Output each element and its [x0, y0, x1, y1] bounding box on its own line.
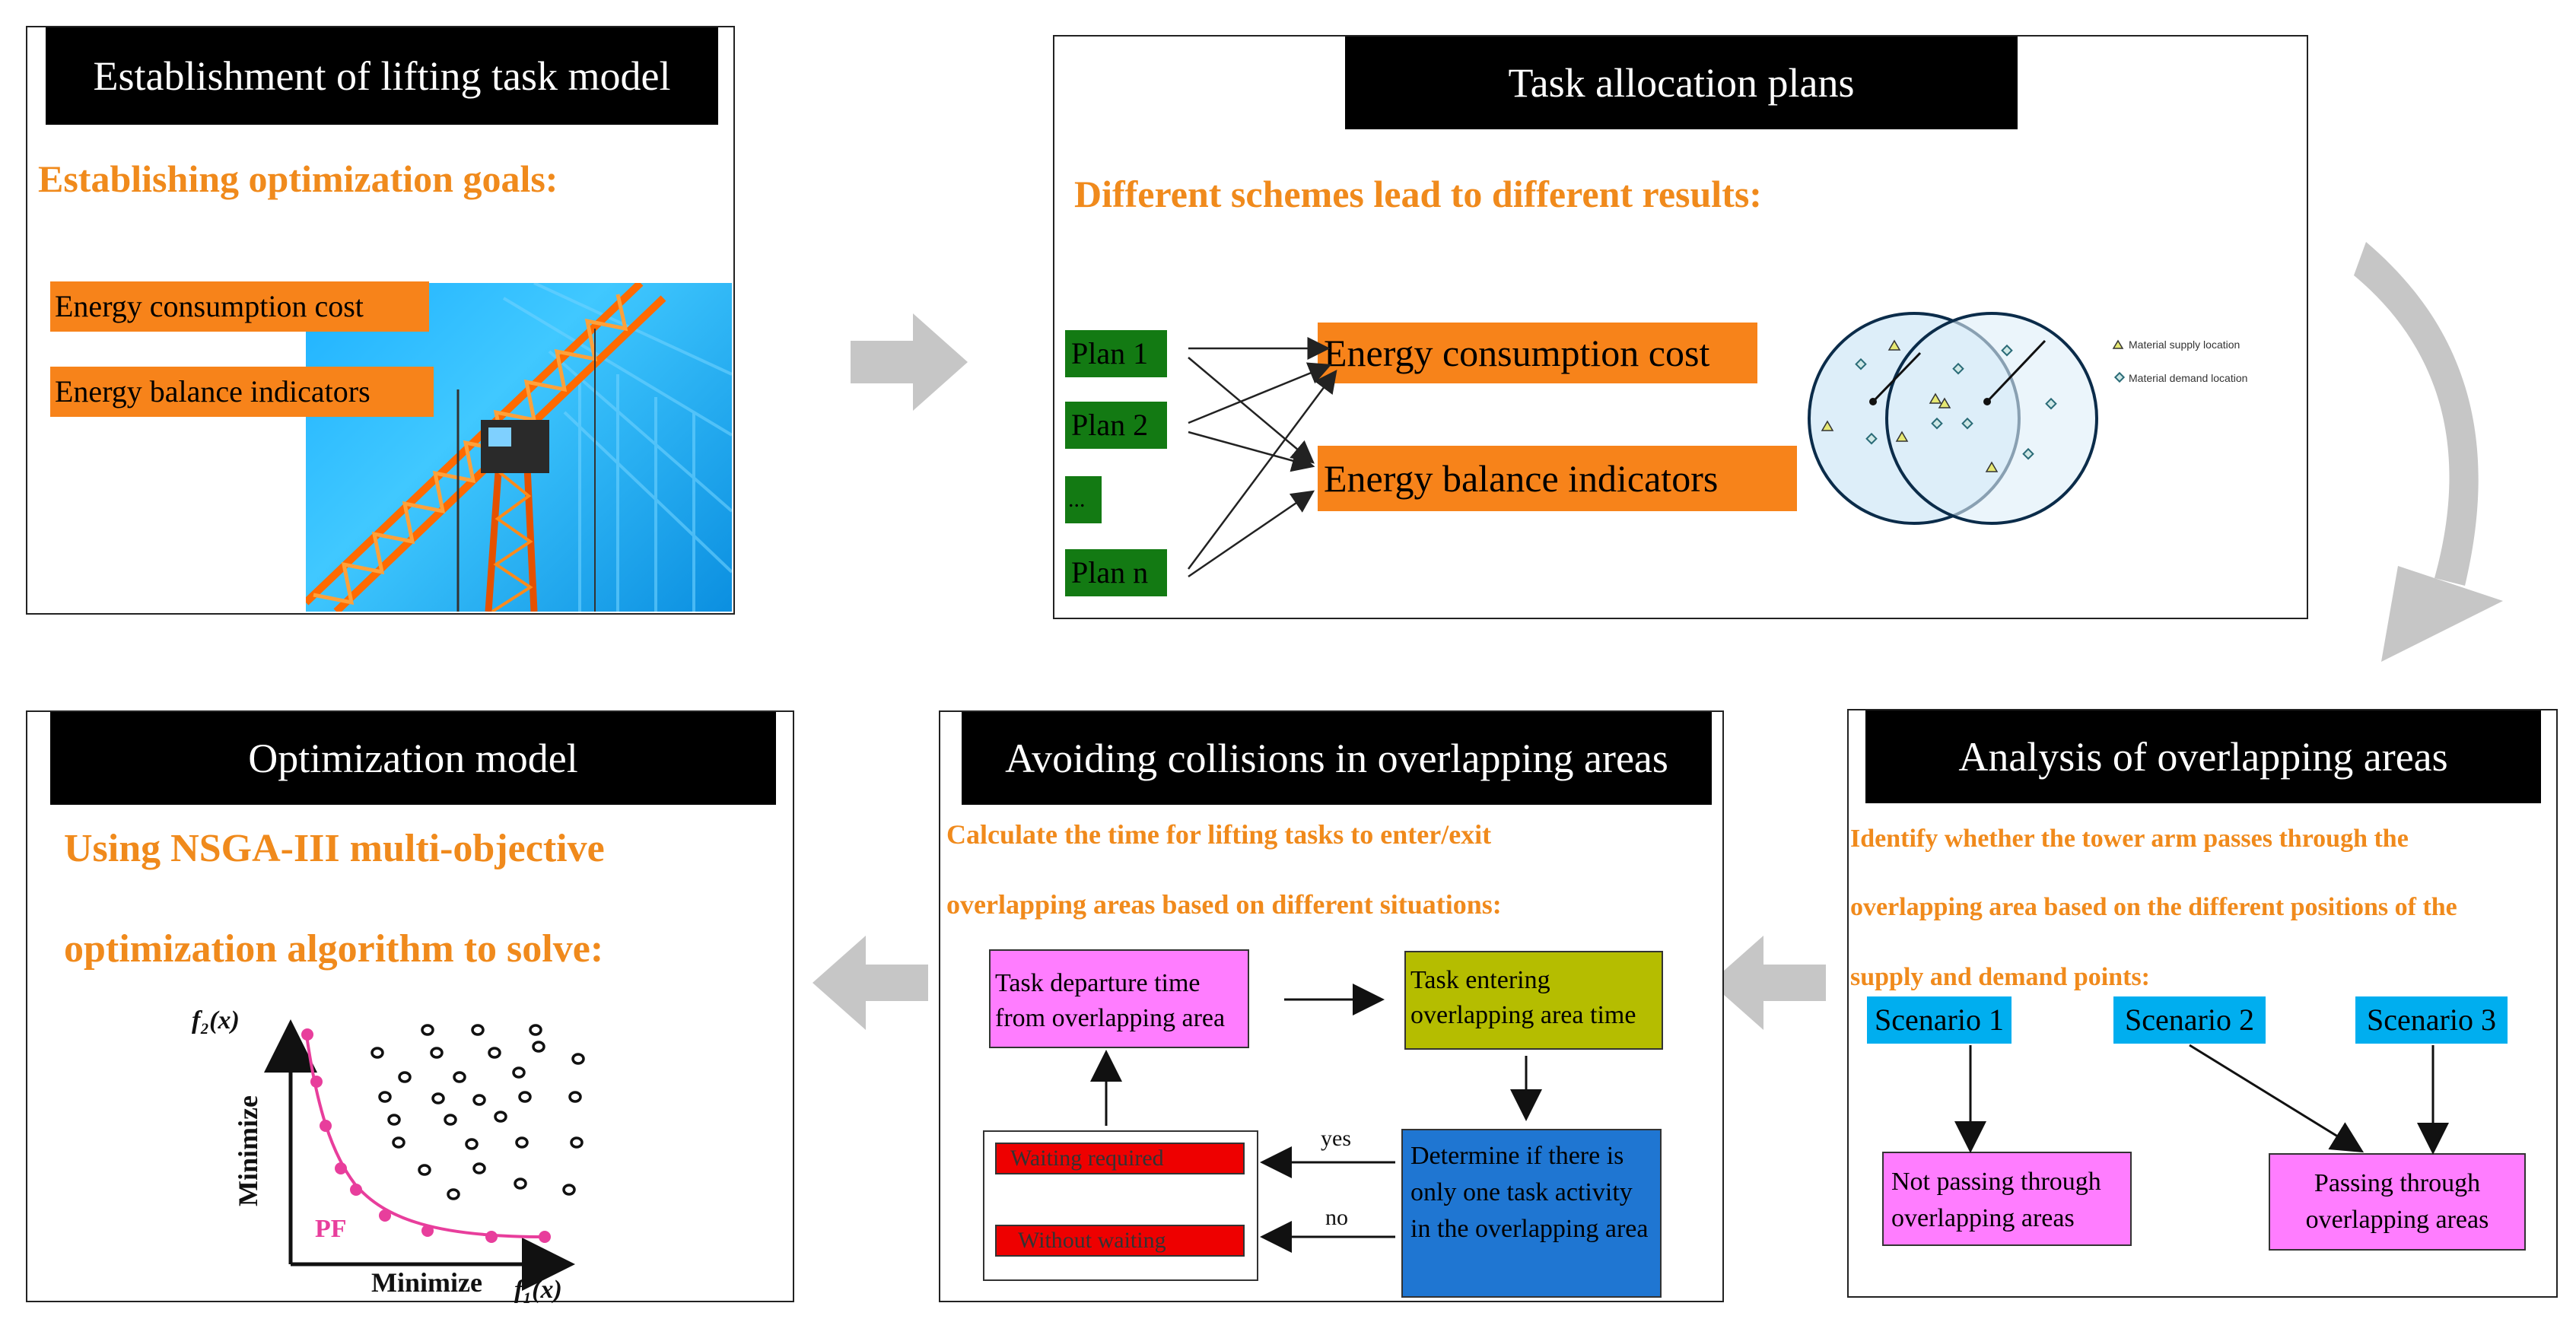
demand-legend-icon [2113, 371, 2126, 383]
plan-1: Plan 1 [1065, 330, 1167, 377]
plan-2: Plan 2 [1065, 402, 1167, 449]
plan-n: Plan n [1065, 549, 1167, 596]
panel-lifting-task-model: Establishment of lifting task model Esta… [26, 26, 735, 615]
waiting-required-option: Waiting required [995, 1143, 1245, 1174]
panel-optimization-model: Optimization model Using NSGA-III multi-… [26, 710, 794, 1304]
panel-title: Task allocation plans [1345, 37, 2018, 129]
overlap-goal-line-1: Identify whether the tower arm passes th… [1850, 825, 2409, 853]
venn-overlap-diagram [1808, 312, 2098, 525]
panel-task-allocation-plans: Task allocation plans Different schemes … [1053, 35, 2308, 619]
panel-title: Analysis of overlapping areas [1865, 710, 2541, 803]
right-flow-arrow-icon [851, 313, 968, 411]
not-passing-overlap-box: Not passing through overlapping areas [1882, 1152, 2132, 1246]
panel-title: Avoiding collisions in overlapping areas [962, 712, 1712, 805]
yes-label: yes [1321, 1126, 1351, 1151]
solution-points [370, 1024, 585, 1200]
scenario-1: Scenario 1 [1867, 996, 2012, 1044]
pareto-front-curve [304, 1029, 545, 1238]
collision-goal-line-1: Calculate the time for lifting tasks to … [946, 819, 1492, 850]
scenario-3: Scenario 3 [2355, 996, 2508, 1044]
result-energy-balance-indicators: Energy balance indicators [1318, 446, 1797, 511]
curved-flow-arrow-icon [2354, 242, 2503, 662]
determine-single-task-box: Determine if there is only one task acti… [1401, 1129, 1662, 1298]
overlap-goal-line-2: overlapping area based on the different … [1850, 893, 2457, 921]
collision-goal-line-2: overlapping areas based on different sit… [946, 889, 1502, 920]
pf-label: PF [315, 1215, 347, 1243]
plan-ellipsis: ... [1065, 476, 1102, 523]
no-label: no [1325, 1205, 1348, 1230]
left-flow-arrow-icon-1 [1710, 936, 1826, 1030]
pareto-front-plot: f₂(x) f₁(x) Minimize Minimize PF [192, 1006, 585, 1304]
scenario-2: Scenario 2 [2113, 996, 2266, 1044]
panel-avoiding-collisions: Avoiding collisions in overlapping areas… [939, 710, 1724, 1302]
crane-image [306, 283, 732, 612]
supply-legend-icon [2112, 339, 2124, 349]
entering-time-box: Task entering overlapping area time [1404, 951, 1663, 1050]
plan-arrows-and-venn: Material supply location Material demand… [1187, 312, 2247, 578]
x-axis-title: Minimize [371, 1267, 482, 1298]
overlap-goal-line-3: supply and demand points: [1850, 963, 2151, 991]
schemes-heading: Different schemes lead to different resu… [1074, 173, 1762, 215]
panel-title: Establishment of lifting task model [46, 27, 718, 125]
optimization-goals-heading: Establishing optimization goals: [38, 157, 558, 200]
departure-time-box: Task departure time from overlapping are… [989, 949, 1249, 1048]
pareto-front-points [301, 1028, 551, 1243]
collision-flow-arrows: yes no [1090, 984, 1542, 1253]
goal-energy-consumption-cost: Energy consumption cost [50, 281, 429, 332]
legend-supply-label: Material supply location [2129, 338, 2240, 351]
crane-illustration [306, 283, 732, 612]
nsga-goal-line-1: Using NSGA-III multi-objective [64, 827, 605, 870]
result-energy-consumption-cost: Energy consumption cost [1318, 323, 1757, 383]
panel-overlapping-areas-analysis: Analysis of overlapping areas Identify w… [1847, 709, 2558, 1298]
y-axis-function-label: f₂(x) [192, 1006, 240, 1035]
without-waiting-option: Without waiting [995, 1225, 1245, 1257]
passing-overlap-box: Passing through overlapping areas [2269, 1153, 2526, 1251]
scenario-arrows [1954, 1044, 2449, 1155]
left-flow-arrow-icon-2 [813, 936, 928, 1030]
goal-energy-balance-indicators: Energy balance indicators [50, 367, 434, 417]
y-axis-title: Minimize [233, 1095, 263, 1206]
nsga-goal-line-2: optimization algorithm to solve: [64, 927, 604, 971]
x-axis-function-label: f₁(x) [514, 1276, 562, 1304]
legend-demand-label: Material demand location [2129, 372, 2247, 384]
panel-title: Optimization model [50, 712, 776, 805]
